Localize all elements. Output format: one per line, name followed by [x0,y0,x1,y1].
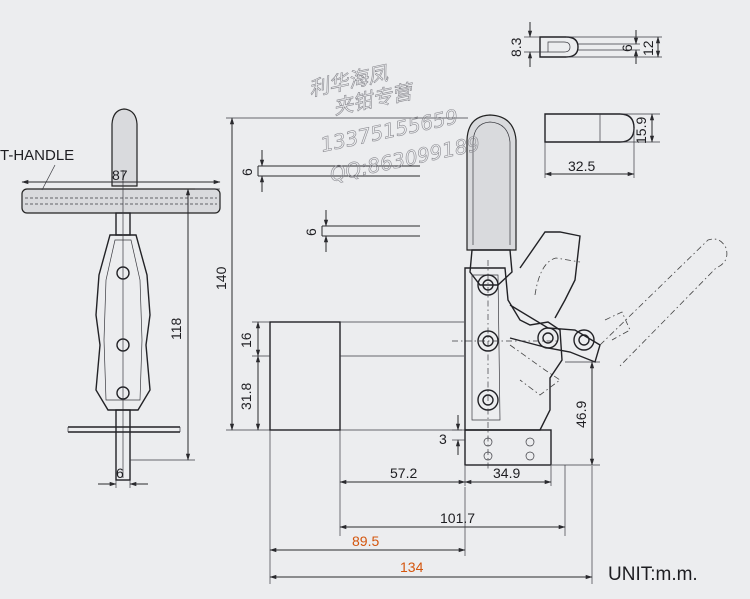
clamp-open-phantom [599,238,728,369]
dim-spindle-height: 31.8 [238,383,254,410]
dim-pad-length: 32.5 [568,158,595,174]
dim-base-height: 46.9 [573,401,589,428]
dim-base-width: 34.9 [493,465,520,481]
seller-watermark: 利华海凤 夹钳专营 13375155659 QQ:863099189 [306,61,482,187]
spindle-pad-block [269,321,341,431]
dim-pad-height: 15.9 [633,117,649,144]
slot-detail-mid: 6 [303,210,420,252]
dim-arm-reach: 101.7 [440,510,475,526]
unit-label: UNIT:m.m. [608,564,698,585]
dim-overall-length: 134 [400,559,424,575]
clamp-main-view [452,114,728,470]
dim-handle-height: 118 [168,317,184,340]
t-handle-crossbar [21,188,221,214]
clamp-base-plate [464,429,552,466]
dim-end-total-width: 12 [640,40,656,56]
dim-spindle-reach: 57.2 [390,465,417,481]
handle-type-label: T-HANDLE [0,147,74,164]
dim-slot-pitch-mid: 6 [303,228,319,236]
dim-slot-pitch-top: 6 [239,168,255,176]
dim-handle-width: 87 [112,167,128,183]
t-handle-view [21,108,221,481]
clamp-vertical-handle [466,114,517,251]
dim-total-height: 140 [213,266,229,290]
dim-base-step: 3 [439,431,447,447]
t-handle-top-grip [111,108,138,187]
dim-spindle-offset: 16 [238,332,254,348]
dim-base-thickness: 6 [116,465,124,481]
dim-end-slot-width: 6 [619,44,635,52]
dim-end-slot-height: 8.3 [508,37,524,57]
slot-detail-top: 6 [239,150,420,192]
t-handle-linkage-body [95,234,151,411]
dim-open-reach: 89.5 [352,533,379,549]
